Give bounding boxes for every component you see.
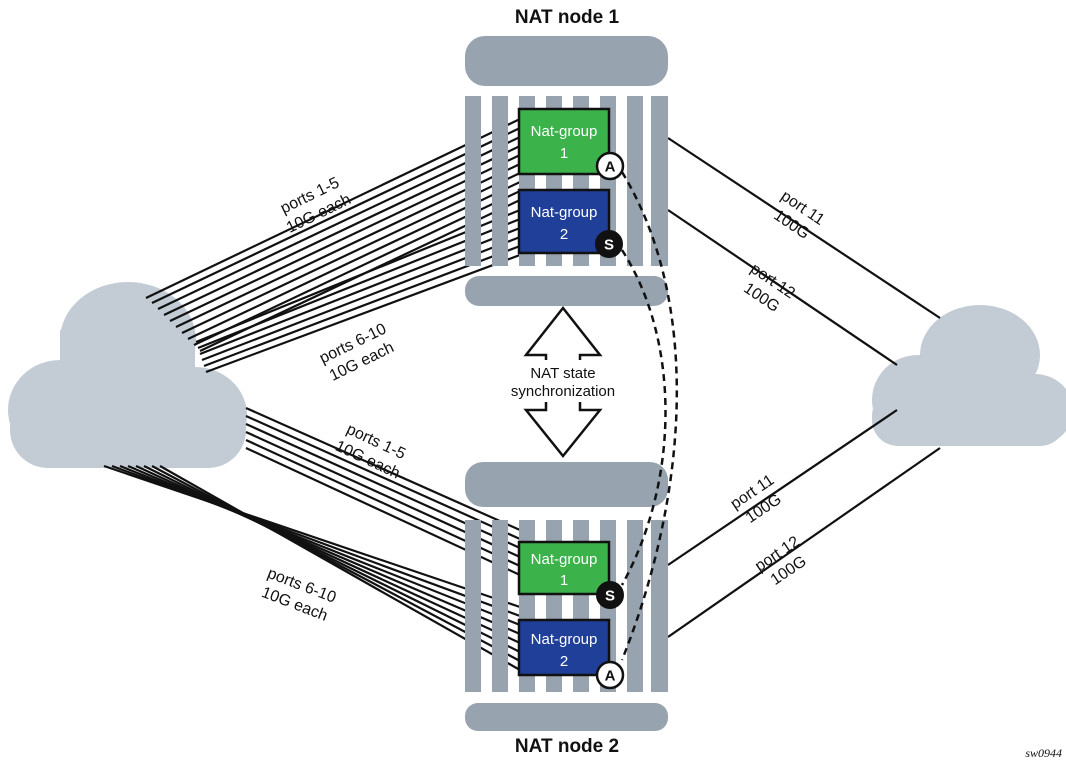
active-badge: A [595, 660, 625, 690]
left-cloud [8, 282, 247, 468]
link-label-node2-port-11: port 11 100G [728, 472, 785, 527]
links-cloud-to-node2 [103, 406, 521, 671]
nat-group-number: 2 [560, 226, 568, 243]
nat-node-2: Nat-group 1 Nat-group 2 S A [465, 462, 668, 731]
nat-group-number: 1 [560, 145, 568, 162]
svg-text:S: S [605, 588, 615, 605]
link-label-node2-ports-6-10: ports 6-10 10G each [259, 565, 338, 625]
nat-group-label: Nat-group [531, 551, 598, 568]
nat-group-1-box [517, 107, 611, 176]
svg-text:A: A [605, 159, 616, 176]
sync-label-line2: synchronization [511, 383, 615, 400]
links-cloud-to-node1 [145, 118, 521, 374]
link-label-node1-ports-6-10: ports 6-10 10G each [317, 320, 397, 384]
active-badge: A [595, 151, 625, 181]
nat-group-2-box [517, 188, 611, 255]
nat-group-2-box [517, 618, 611, 677]
state-sync-dashed-links [620, 171, 679, 661]
nat-group-number: 1 [560, 572, 568, 589]
nat-group-label: Nat-group [531, 123, 598, 140]
links-right [667, 137, 941, 638]
standby-badge: S [595, 230, 623, 258]
link-label-node1-ports-1-5: ports 1-5 10G each [278, 174, 354, 236]
link-label-node1-port-11: port 11 100G [770, 188, 827, 243]
node1-title: NAT node 1 [515, 7, 620, 28]
sync-label-line1: NAT state [530, 365, 595, 382]
nat-group-number: 2 [560, 653, 568, 670]
nat-group-label: Nat-group [531, 204, 598, 221]
right-cloud [872, 305, 1066, 446]
standby-badge: S [596, 581, 624, 609]
node2-title: NAT node 2 [515, 736, 619, 757]
nat-group-1-box [517, 540, 611, 596]
svg-text:A: A [605, 668, 616, 685]
figure-reference: sw0944 [1025, 746, 1062, 760]
svg-text:S: S [604, 237, 614, 254]
link-label-node1-port-12: port 12 100G [740, 260, 798, 316]
nat-node-1: Nat-group 1 Nat-group 2 A S [465, 36, 668, 306]
nat-group-label: Nat-group [531, 631, 598, 648]
